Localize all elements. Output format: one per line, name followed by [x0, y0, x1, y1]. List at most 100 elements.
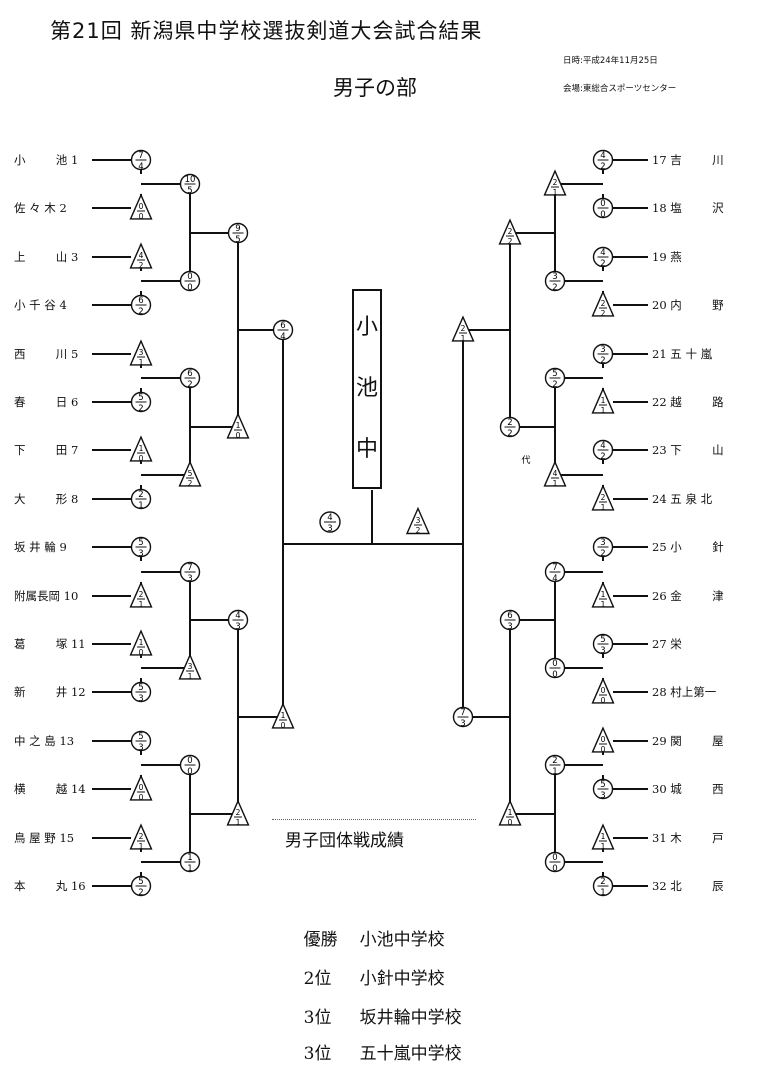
result-row: 2位小針中学校 — [282, 944, 445, 1009]
score-top: 5 — [600, 635, 605, 645]
score-bottom: 2 — [600, 452, 605, 462]
team-label: 新 井 12 — [14, 685, 86, 699]
score-top: 3 — [416, 516, 421, 525]
score-top: 2 — [138, 490, 143, 500]
score-triangle — [129, 242, 153, 269]
score-bottom: 1 — [139, 358, 144, 367]
score-triangle — [178, 653, 202, 680]
score-triangle — [226, 799, 250, 826]
score-bottom: 4 — [280, 332, 285, 342]
page-subtitle: 男子の部 — [333, 76, 417, 100]
result-school: 五十嵐中学校 — [359, 1044, 462, 1064]
score-top: 3 — [188, 662, 193, 671]
team-label: 24 五 泉 北 — [652, 492, 713, 506]
score-bottom: 5 — [187, 186, 192, 196]
result-place: 優勝 — [303, 930, 338, 950]
result-row: 3位五十嵐中学校 — [282, 1019, 462, 1084]
score-triangle — [405, 506, 431, 535]
score-top: 2 — [552, 756, 557, 766]
score-bottom: 0 — [600, 210, 605, 220]
champion-box: 小 池 中 — [352, 289, 382, 489]
score-top: 5 — [138, 732, 143, 742]
score-top: 6 — [187, 369, 192, 379]
score-bottom: 3 — [138, 549, 143, 559]
score-bottom: 2 — [601, 309, 606, 318]
score-triangle — [129, 774, 153, 801]
score-bottom: 2 — [187, 380, 192, 390]
score-top: 2 — [139, 590, 144, 599]
score-triangle — [226, 412, 250, 439]
score-triangle — [543, 169, 567, 196]
score-bottom: 1 — [601, 842, 606, 851]
score-top: 2 — [236, 808, 241, 817]
team-label: 17 吉 川 — [652, 153, 724, 167]
score-bottom: 2 — [138, 888, 143, 898]
score-bottom: 2 — [416, 526, 421, 535]
team-label: 18 塩 沢 — [652, 201, 724, 215]
score-bottom: 3 — [187, 574, 192, 584]
score-top: 5 — [138, 683, 143, 693]
score-top: 1 — [601, 396, 606, 405]
score-top: 6 — [507, 611, 512, 621]
score-triangle — [129, 629, 153, 656]
score-top: 9 — [235, 224, 240, 234]
score-bottom: 0 — [139, 454, 144, 463]
team-label: 21 五 十 嵐 — [652, 347, 713, 361]
score-bottom: 2 — [600, 356, 605, 366]
score-bottom: 0 — [552, 864, 557, 874]
score-top: 3 — [139, 348, 144, 357]
score-top: 5 — [138, 393, 143, 403]
score-top: 4 — [600, 248, 605, 258]
results-heading: 男子団体戦成績 — [285, 831, 404, 851]
team-label: 28 村上第一 — [652, 685, 717, 699]
score-top: 2 — [600, 877, 605, 887]
score-top: 0 — [187, 756, 192, 766]
score-triangle — [129, 581, 153, 608]
result-row: 3位坂井輪中学校 — [282, 983, 462, 1048]
team-label: 27 栄 — [652, 637, 682, 651]
score-bottom: 1 — [188, 672, 193, 681]
team-label: 春 日 6 — [14, 395, 79, 409]
score-bottom: 2 — [600, 549, 605, 559]
score-top: 0 — [139, 783, 144, 792]
result-place: 2位 — [303, 969, 332, 989]
score-bottom: 1 — [139, 842, 144, 851]
team-label: 上 山 3 — [14, 250, 79, 264]
score-triangle — [591, 387, 615, 414]
score-bottom: 2 — [508, 237, 513, 246]
score-bottom: 2 — [600, 162, 605, 172]
score-bottom: 3 — [507, 622, 512, 632]
score-top: 2 — [139, 832, 144, 841]
score-bottom: 3 — [235, 622, 240, 632]
score-top: 0 — [600, 199, 605, 209]
score-bottom: 3 — [600, 791, 605, 801]
score-top: 5 — [138, 538, 143, 548]
team-label: 31 木 戸 — [652, 831, 724, 845]
team-label: 20 内 野 — [652, 298, 724, 312]
score-triangle — [591, 726, 615, 753]
results-divider — [272, 819, 476, 820]
score-top: 4 — [600, 151, 605, 161]
score-triangle — [129, 339, 153, 366]
score-top: 5 — [188, 469, 193, 478]
score-triangle — [498, 799, 522, 826]
score-bottom: 1 — [236, 818, 241, 827]
score-bottom: 2 — [507, 429, 512, 439]
score-triangle — [451, 315, 475, 342]
team-label: 下 田 7 — [14, 443, 79, 457]
score-bottom: 1 — [139, 600, 144, 609]
score-triangle — [129, 193, 153, 220]
page-title: 第21回 新潟県中学校選抜剣道大会試合結果 — [50, 19, 483, 43]
score-bottom: 3 — [138, 743, 143, 753]
score-top: 1 — [601, 590, 606, 599]
score-bottom: 4 — [138, 162, 143, 172]
score-top: 4 — [139, 251, 144, 260]
team-label: 29 関 屋 — [652, 734, 724, 748]
score-bottom: 3 — [327, 524, 332, 534]
score-top: 6 — [280, 321, 285, 331]
score-top: 3 — [600, 538, 605, 548]
score-top: 7 — [138, 151, 143, 161]
team-label: 横 越 14 — [14, 782, 86, 796]
score-top: 0 — [601, 686, 606, 695]
team-label: 中 之 島 13 — [14, 734, 75, 748]
